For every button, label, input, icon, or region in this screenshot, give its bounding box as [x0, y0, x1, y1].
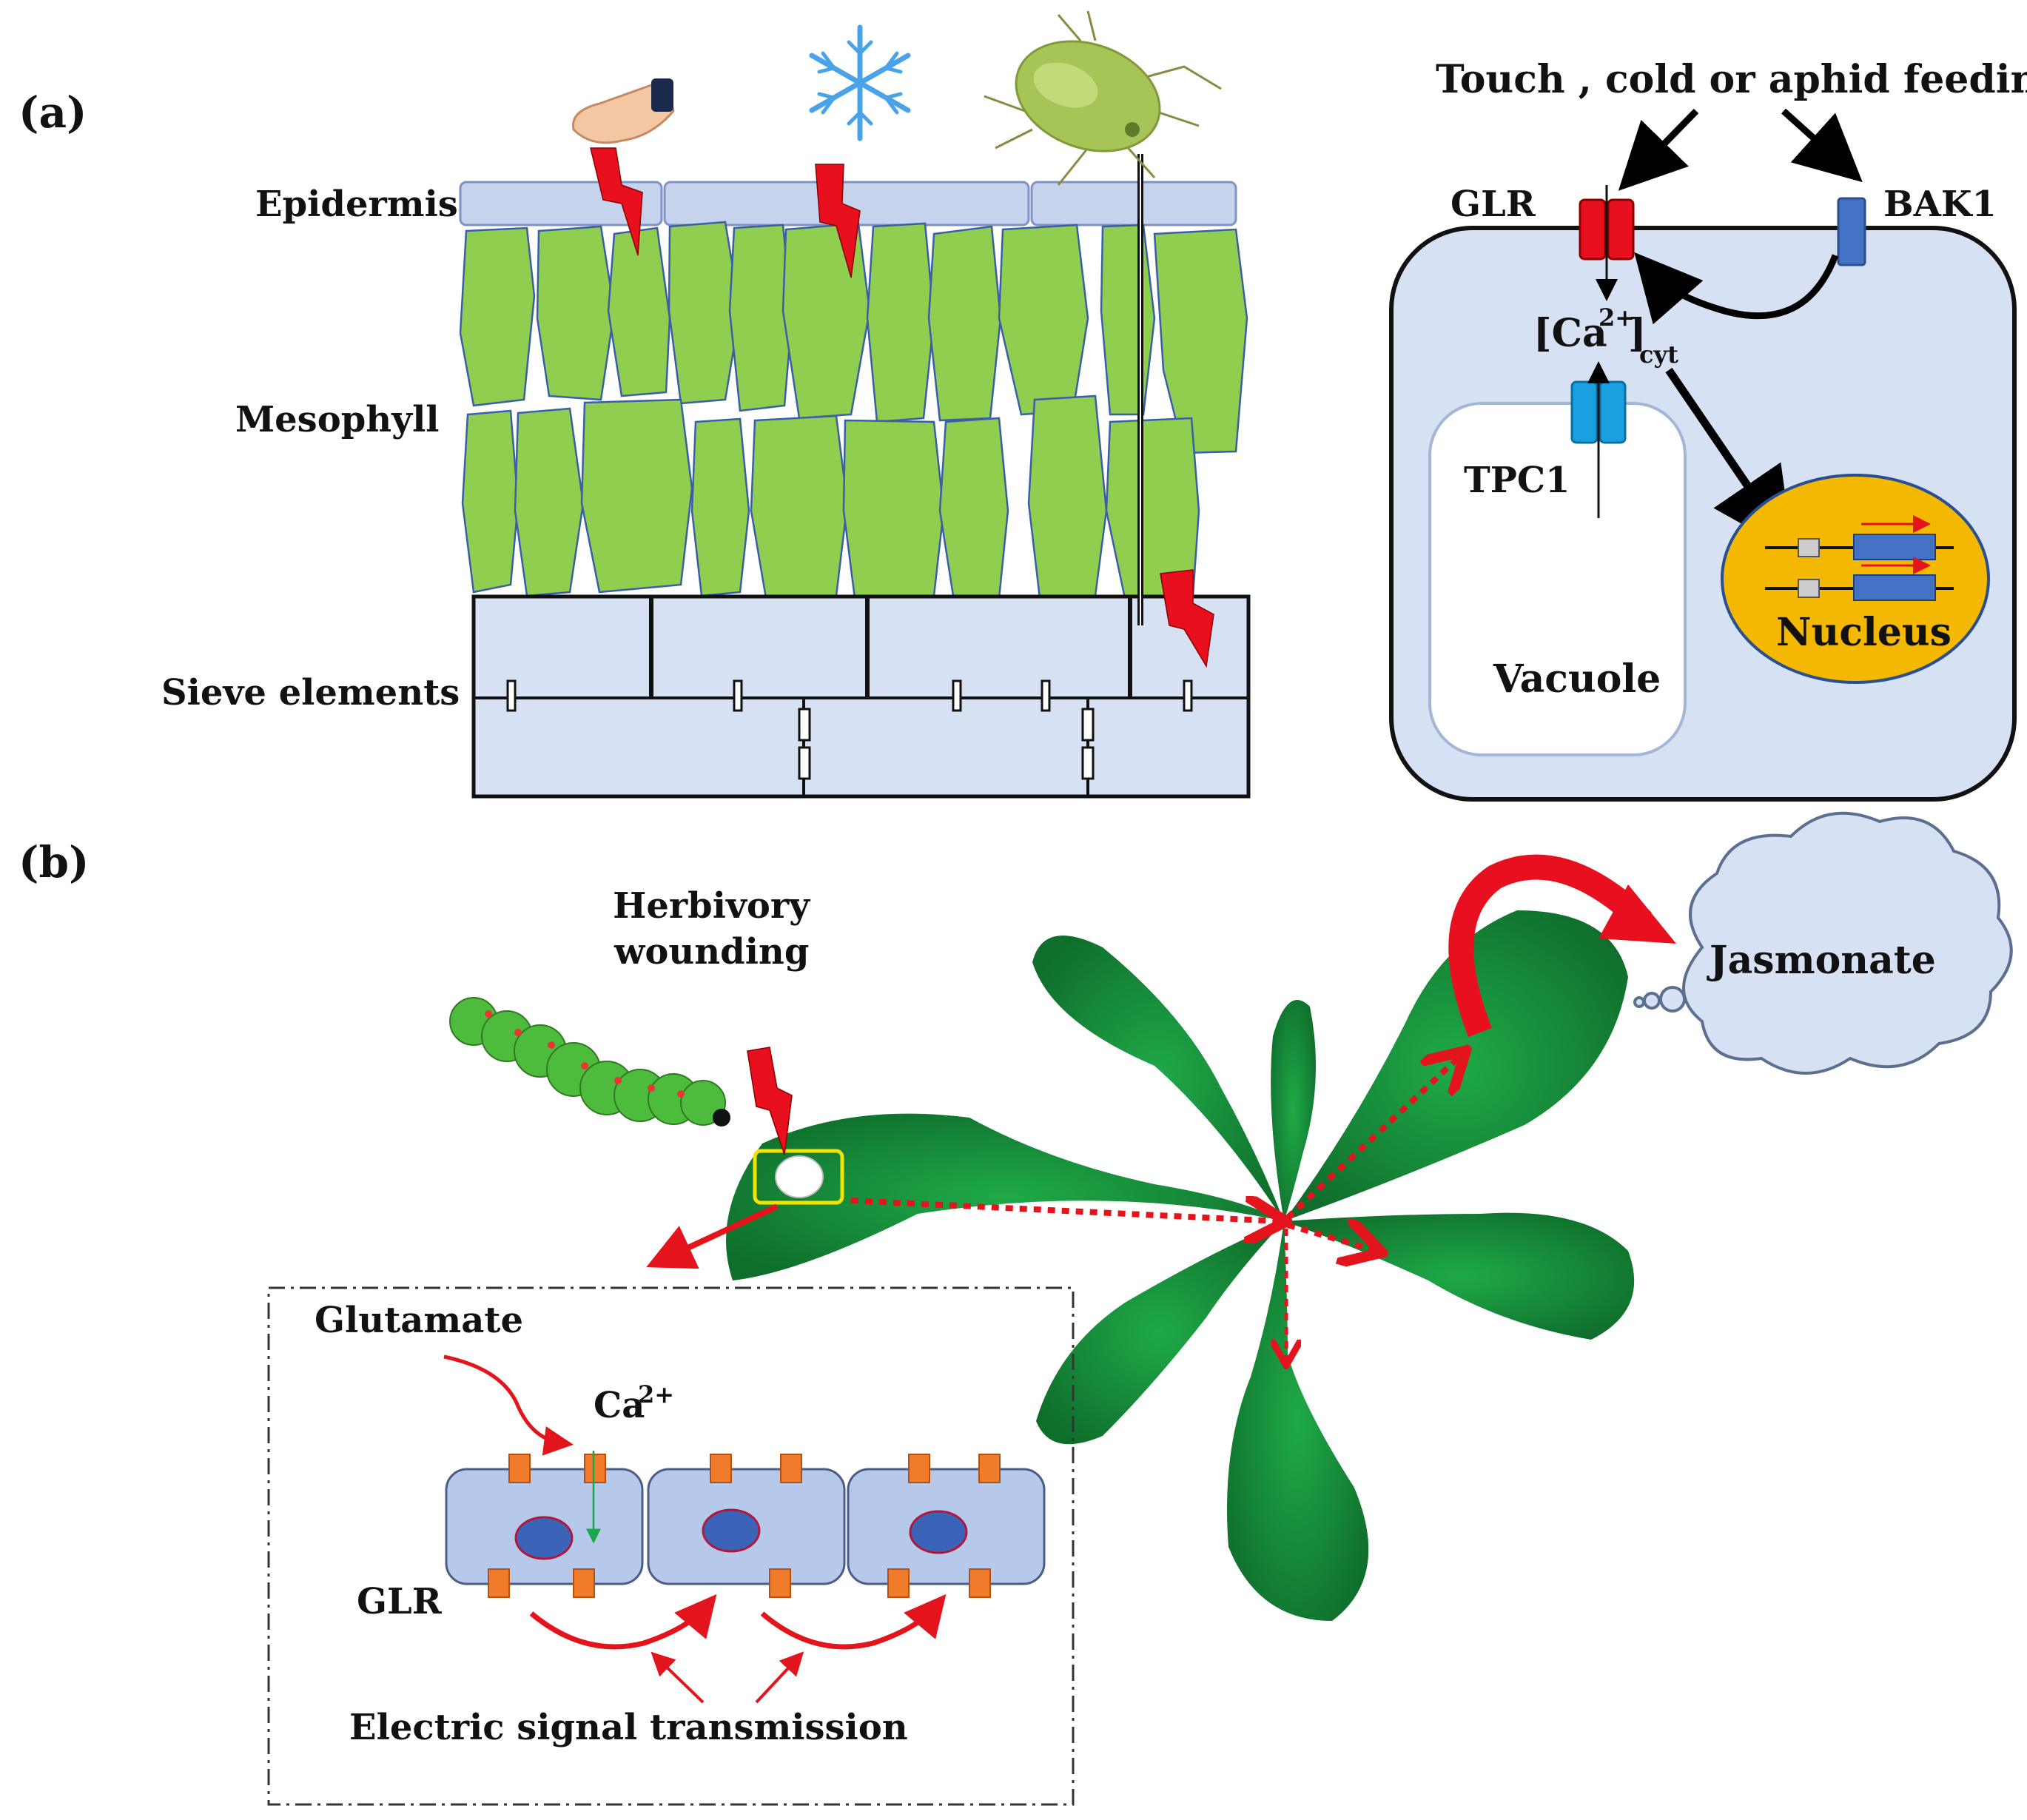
aphid-icon: [984, 10, 1222, 186]
glutamate-arrow: [443, 1354, 574, 1456]
gene-expression-icon: [1765, 515, 1954, 601]
vacuole-label: Vacuole: [1493, 657, 1661, 702]
leaf-bottom: [1227, 1221, 1369, 1621]
wound-lightning-icon: [747, 1047, 793, 1155]
tpc1-channel: [1570, 380, 1627, 444]
electric-signal-inset: Glutamate Ca 2+: [267, 1286, 1075, 1806]
svg-text:Ca: Ca: [594, 1385, 645, 1426]
electric-pointer-1: [651, 1651, 705, 1704]
bak1-label: BAK1: [1883, 184, 1997, 225]
leaf-cross-section: Epidermis Mesophyll Sieve elements: [161, 10, 1251, 799]
svg-text:2+: 2+: [638, 1380, 674, 1408]
signal-arrow-top-right: [1285, 1055, 1462, 1220]
wound-site-box: [753, 1149, 844, 1205]
herbivory-label-line1: Herbivory: [613, 885, 811, 927]
panel-label-b: (b): [19, 837, 89, 887]
svg-text:2+: 2+: [1599, 303, 1635, 332]
wound-to-inset-arrow: [646, 1203, 779, 1269]
svg-text:[Ca: [Ca: [1533, 311, 1607, 356]
phloem-lightning-icon: [1160, 569, 1214, 668]
bak1-receptor: [1837, 197, 1866, 266]
inset-ca-label: Ca 2+: [594, 1380, 674, 1426]
plant-rosette: Herbivory wounding Jasmonate: [449, 811, 2013, 1621]
jasmonate-label: Jasmonate: [1707, 938, 1936, 983]
inset-glr-label: GLR: [357, 1581, 443, 1622]
glutamate-label: Glutamate: [315, 1300, 523, 1341]
inset-glr-channels: [488, 1454, 1001, 1598]
electric-signal-label: Electric signal transmission: [349, 1707, 908, 1748]
jasmonate-arrow: [1448, 854, 1652, 1038]
svg-text:cyt: cyt: [1639, 340, 1678, 369]
touch-lightning-icon: [590, 147, 643, 256]
wounded-leaf: [726, 1113, 1284, 1280]
ca-cyt-label: [Ca 2+ ] cyt: [1533, 303, 1678, 369]
sieve-elements: [471, 594, 1251, 799]
cold-lightning-icon: [815, 164, 861, 278]
propagation-arrow-2: [760, 1594, 947, 1650]
svg-text:]: ]: [1628, 311, 1647, 356]
leaf-top: [1271, 1000, 1316, 1221]
caterpillar-icon: [449, 997, 730, 1126]
finger-touch-icon: [571, 78, 675, 144]
stimuli-label: Touch , cold or aphid feeding: [1436, 57, 2027, 102]
inset-cells: [445, 1468, 1046, 1585]
snowflake-icon: [809, 24, 911, 141]
wound-icon: [775, 1155, 824, 1198]
electric-pointer-2: [755, 1651, 804, 1704]
stimuli-to-glr-arrow: [1618, 108, 1699, 191]
signal-arrow-right: [1286, 1225, 1376, 1251]
bak1-to-glr-arrow: [1634, 252, 1839, 325]
panel-label-a: (a): [19, 87, 87, 138]
mesophyll-layer: [459, 221, 1248, 600]
leaf-right: [1284, 1212, 1635, 1340]
herbivory-label-line2: wounding: [614, 931, 809, 973]
leaf-top-left: [1032, 936, 1284, 1221]
vacuole: [1428, 402, 1687, 756]
nucleus-label: Nucleus: [1776, 610, 1952, 655]
mesophyll-label: Mesophyll: [235, 399, 440, 440]
jasmonate-cloud: [1633, 811, 2013, 1075]
propagation-arrow-1: [529, 1594, 717, 1650]
sieve-elements-label: Sieve elements: [161, 672, 460, 713]
signal-arrow-to-center: [850, 1201, 1280, 1221]
leaf-bottom-left: [1036, 1221, 1284, 1445]
glr-label: GLR: [1451, 184, 1536, 225]
inset-frame: [267, 1286, 1075, 1806]
glr-channel: [1579, 198, 1635, 261]
cell-signalling-diagram: Touch , cold or aphid feeding GLR BAK1 […: [1389, 57, 2027, 802]
epidermis-label: Epidermis: [255, 184, 458, 225]
stimuli-to-bak1-arrow: [1781, 108, 1863, 183]
tpc1-label: TPC1: [1464, 460, 1570, 501]
ca-to-nucleus-arrow: [1665, 367, 1793, 553]
